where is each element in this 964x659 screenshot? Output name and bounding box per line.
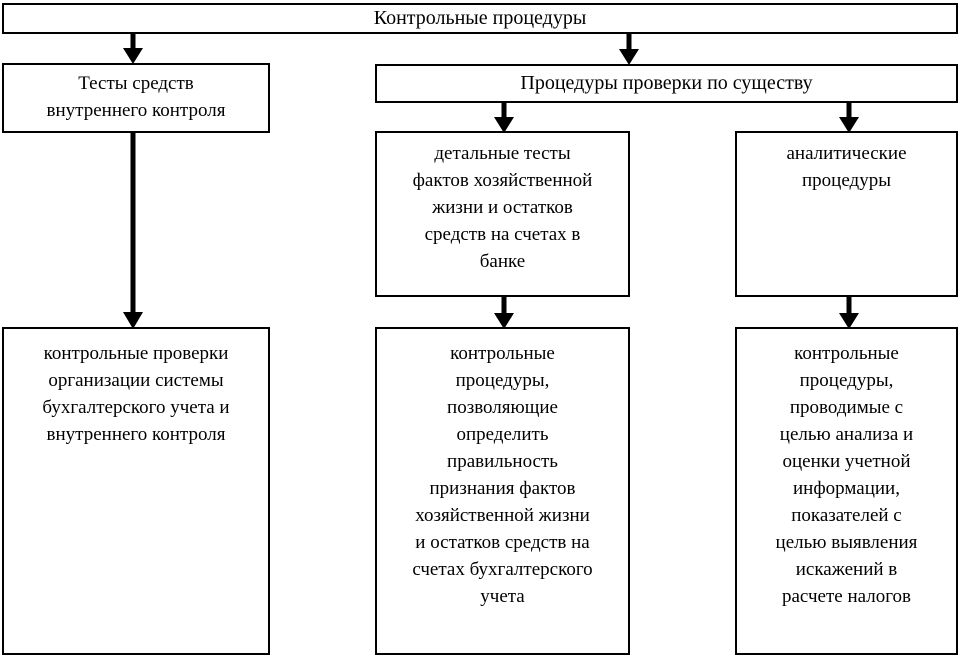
node-root-control-procedures: Контрольные процедуры xyxy=(2,3,958,34)
node-control-checks-label: контрольные проверки организации системы… xyxy=(42,343,230,445)
connector-internal-control-tests-to-control-checks xyxy=(120,131,146,330)
connector-substantive-to-detailed-tests xyxy=(491,102,517,134)
connector-root-to-internal-control-tests xyxy=(120,33,146,65)
connector-substantive-to-analytical-procedures xyxy=(836,102,862,134)
node-substantive-procedures: Процедуры проверки по существу xyxy=(375,64,958,103)
node-internal-control-tests-label: Тесты средств внутреннего контроля xyxy=(46,73,226,121)
node-control-checks: контрольные проверки организации системы… xyxy=(2,327,270,655)
node-analytical-procedures-label: аналитические процедуры xyxy=(786,143,907,191)
node-analysis-procedures-label: контрольные процедуры, проводимые с цель… xyxy=(775,343,918,607)
connector-analytical-to-analysis-procedures xyxy=(836,296,862,330)
node-root-label: Контрольные процедуры xyxy=(373,7,587,30)
node-detailed-tests: детальные тесты фактов хозяйственной жиз… xyxy=(375,131,630,297)
node-internal-control-tests: Тесты средств внутреннего контроля xyxy=(2,63,270,133)
node-analysis-procedures: контрольные процедуры, проводимые с цель… xyxy=(735,327,958,655)
node-correctness-procedures: контрольные процедуры, позволяющие опред… xyxy=(375,327,630,655)
node-correctness-procedures-label: контрольные процедуры, позволяющие опред… xyxy=(412,343,593,607)
node-analytical-procedures: аналитические процедуры xyxy=(735,131,958,297)
connector-detailed-tests-to-correctness-procedures xyxy=(491,296,517,330)
connector-root-to-substantive-procedures xyxy=(616,33,642,66)
node-detailed-tests-label: детальные тесты фактов хозяйственной жиз… xyxy=(412,143,593,272)
node-substantive-procedures-label: Процедуры проверки по существу xyxy=(520,72,813,95)
